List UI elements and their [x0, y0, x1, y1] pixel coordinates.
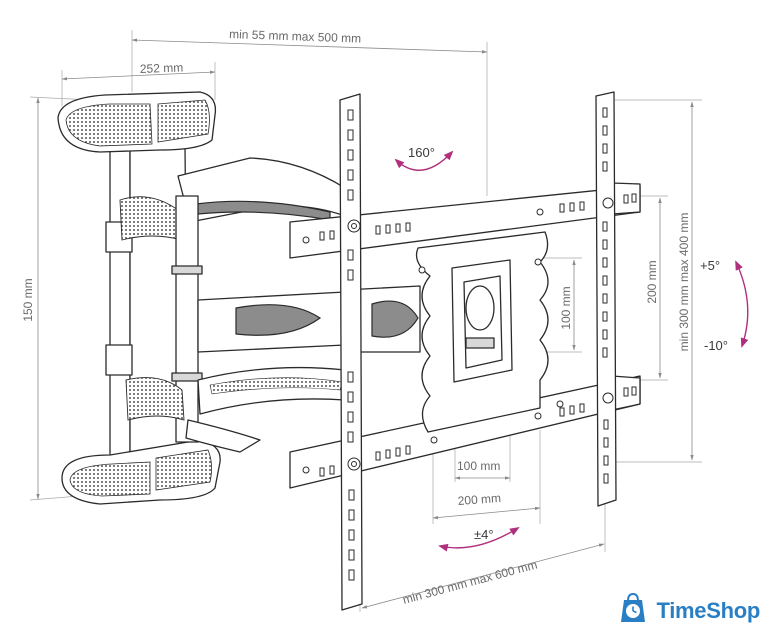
swivel-arrow	[394, 150, 454, 171]
tilt-arrow	[735, 260, 749, 348]
level-arrow	[438, 526, 520, 552]
wall-plate-height-label: 150 mm	[21, 278, 35, 321]
shopping-bag-clock-icon	[616, 591, 650, 630]
plate-horizontal-spacing-label: min 300 mm max 600 mm	[401, 557, 539, 606]
arm-width-label: 252 mm	[140, 60, 184, 76]
right-bar-slots	[602, 107, 609, 484]
arm-extension-label: min 55 mm max 500 mm	[229, 27, 361, 46]
plate-horizontal-100-label: 100 mm	[457, 459, 500, 473]
wall-arm-assembly	[57, 91, 421, 505]
plate-horizontal-200-label: 200 mm	[457, 491, 501, 508]
plate-vertical-spacing-label: min 300 mm max 400 mm	[677, 213, 691, 352]
plate-vertical-100-label: 100 mm	[559, 286, 573, 329]
left-bar-slots	[347, 109, 355, 581]
rotation-arrows	[394, 150, 749, 552]
plate-slots	[319, 107, 637, 581]
tilt-down-label: -10°	[704, 338, 728, 353]
rotation-labels: 160° +5° -10° ±4°	[408, 145, 728, 542]
tv-mounting-plate	[289, 91, 641, 611]
brand-name: TimeShop	[656, 597, 760, 623]
upper-rail-slots	[319, 193, 637, 241]
level-label: ±4°	[474, 527, 494, 542]
tilt-up-label: +5°	[700, 258, 720, 273]
brand-logo: TimeShop	[616, 591, 760, 630]
plate-vertical-200-label: 200 mm	[645, 260, 659, 303]
swivel-label: 160°	[408, 145, 435, 160]
lower-rail-slots	[319, 386, 637, 477]
